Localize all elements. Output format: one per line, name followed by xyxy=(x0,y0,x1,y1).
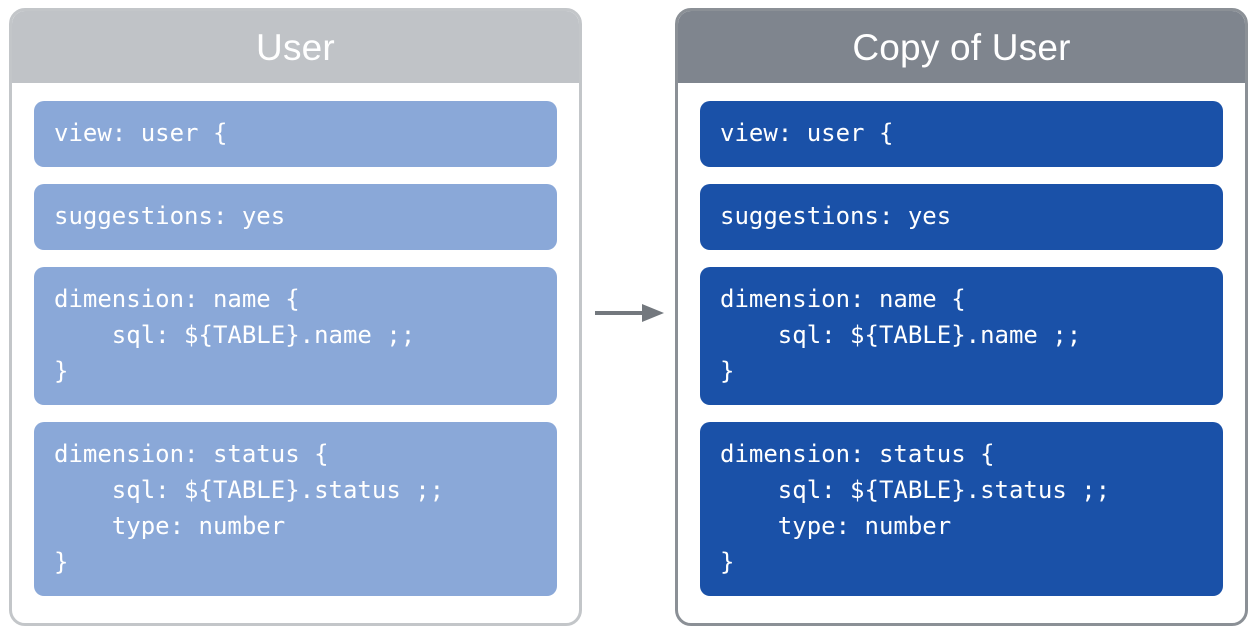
code-block-dimension-name-copy: dimension: name { sql: ${TABLE}.name ;; … xyxy=(700,267,1223,405)
panel-source-header: User xyxy=(12,11,579,83)
panel-source-title: User xyxy=(256,26,335,68)
panel-copy-body: view: user { suggestions: yes dimension:… xyxy=(678,83,1245,623)
panel-copy-title: Copy of User xyxy=(852,26,1071,68)
arrow-right-icon xyxy=(594,302,664,324)
code-block-view: view: user { xyxy=(34,101,557,167)
panel-copy-of-user: Copy of User view: user { suggestions: y… xyxy=(675,8,1248,626)
code-block-dimension-name: dimension: name { sql: ${TABLE}.name ;; … xyxy=(34,267,557,405)
panel-copy-header: Copy of User xyxy=(678,11,1245,83)
code-block-suggestions-copy: suggestions: yes xyxy=(700,184,1223,250)
code-block-dimension-status-copy: dimension: status { sql: ${TABLE}.status… xyxy=(700,422,1223,596)
code-block-dimension-status: dimension: status { sql: ${TABLE}.status… xyxy=(34,422,557,596)
code-block-view-copy: view: user { xyxy=(700,101,1223,167)
panel-source-body: view: user { suggestions: yes dimension:… xyxy=(12,83,579,623)
code-block-suggestions: suggestions: yes xyxy=(34,184,557,250)
panel-source-user: User view: user { suggestions: yes dimen… xyxy=(9,8,582,626)
